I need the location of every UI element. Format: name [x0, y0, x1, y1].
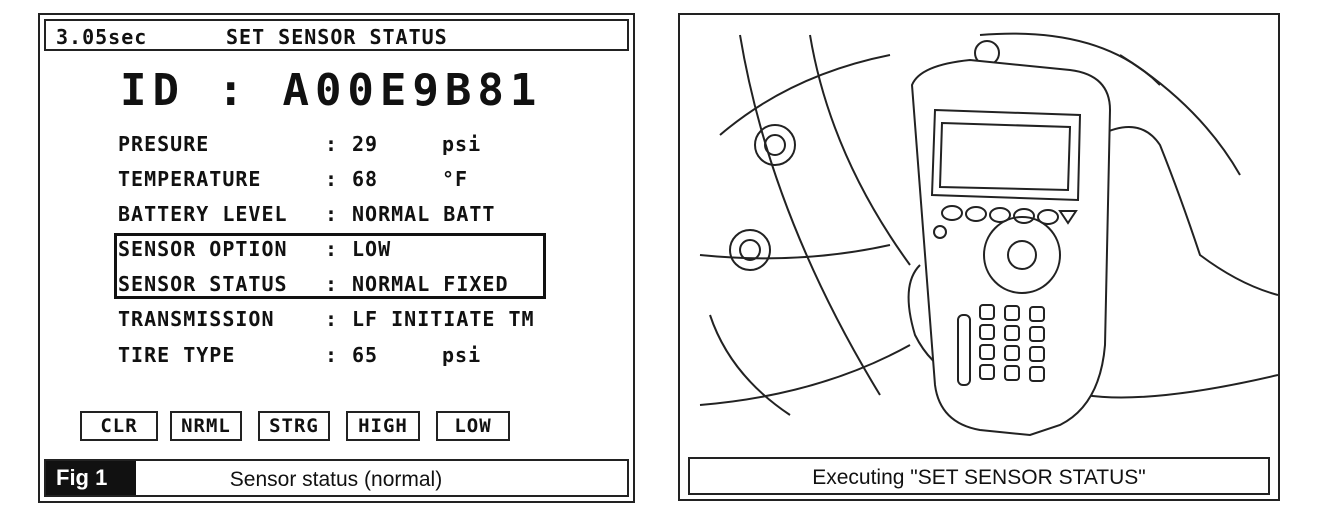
lug-nut-icon	[754, 124, 796, 166]
nrml-button[interactable]: NRML	[170, 411, 242, 441]
figure-caption: Executing "SET SENSOR STATUS"	[688, 457, 1270, 495]
handheld-tool-illustration	[699, 32, 1278, 437]
row-value: NORMAL FIXED	[352, 272, 509, 296]
row-colon: :	[325, 202, 339, 226]
row-tire-type: TIRE TYPE : 65 psi	[118, 343, 480, 373]
row-pressure: PRESURE : 29 psi	[118, 132, 480, 162]
row-temperature: TEMPERATURE : 68 °F	[118, 167, 467, 197]
row-colon: :	[325, 272, 339, 296]
row-value: LF INITIATE TM	[352, 307, 535, 331]
caption-text: Sensor status (normal)	[229, 468, 443, 491]
clr-button[interactable]: CLR	[80, 411, 158, 441]
row-battery: BATTERY LEVEL : NORMAL BATT	[118, 202, 494, 232]
strg-button[interactable]: STRG	[258, 411, 330, 441]
figure-tag: Fig 1	[46, 461, 136, 495]
highlight-box	[114, 233, 546, 299]
high-button[interactable]: HIGH	[346, 411, 420, 441]
row-unit: psi	[442, 343, 482, 367]
row-value: 29	[352, 132, 379, 156]
timer-readout: 3.05sec	[56, 25, 148, 49]
row-label: TRANSMISSION	[118, 307, 275, 331]
row-label: TIRE TYPE	[118, 343, 236, 367]
row-unit: °F	[442, 167, 469, 191]
row-value: NORMAL BATT	[352, 202, 496, 226]
row-label: SENSOR STATUS	[118, 272, 288, 296]
row-label: TEMPERATURE	[118, 167, 262, 191]
row-colon: :	[325, 132, 339, 156]
row-value: 68	[352, 167, 379, 191]
hand-icon	[1099, 126, 1278, 296]
device-screen-icon	[930, 108, 1082, 202]
row-label: SENSOR OPTION	[118, 237, 288, 261]
row-label: BATTERY LEVEL	[118, 202, 288, 226]
row-sensor-option: SENSOR OPTION : LOW	[118, 237, 390, 267]
dpad-icon	[983, 216, 1061, 294]
row-transmission: TRANSMISSION : LF INITIATE TM	[118, 307, 534, 337]
wheel-arc-icon	[719, 54, 891, 136]
caption-text: Executing "SET SENSOR STATUS"	[812, 466, 1146, 489]
low-button[interactable]: LOW	[436, 411, 510, 441]
row-colon: :	[325, 237, 339, 261]
row-label: PRESURE	[118, 132, 210, 156]
row-colon: :	[325, 343, 339, 367]
lug-nut-icon	[729, 229, 771, 271]
row-value: 65	[352, 343, 379, 367]
illustration-panel: Executing "SET SENSOR STATUS"	[678, 13, 1280, 501]
row-colon: :	[325, 167, 339, 191]
row-unit: psi	[442, 132, 482, 156]
figure-caption: Fig 1 Sensor status (normal)	[44, 459, 629, 497]
screen-title-bar: 3.05sec SET SENSOR STATUS	[44, 19, 629, 51]
screen-title: SET SENSOR STATUS	[226, 25, 448, 49]
device-screen-panel: 3.05sec SET SENSOR STATUS ID : A00E9B81 …	[38, 13, 635, 503]
sensor-id: ID : A00E9B81	[120, 65, 543, 116]
row-value: LOW	[352, 237, 392, 261]
row-colon: :	[325, 307, 339, 331]
row-sensor-status: SENSOR STATUS : NORMAL FIXED	[118, 272, 508, 302]
